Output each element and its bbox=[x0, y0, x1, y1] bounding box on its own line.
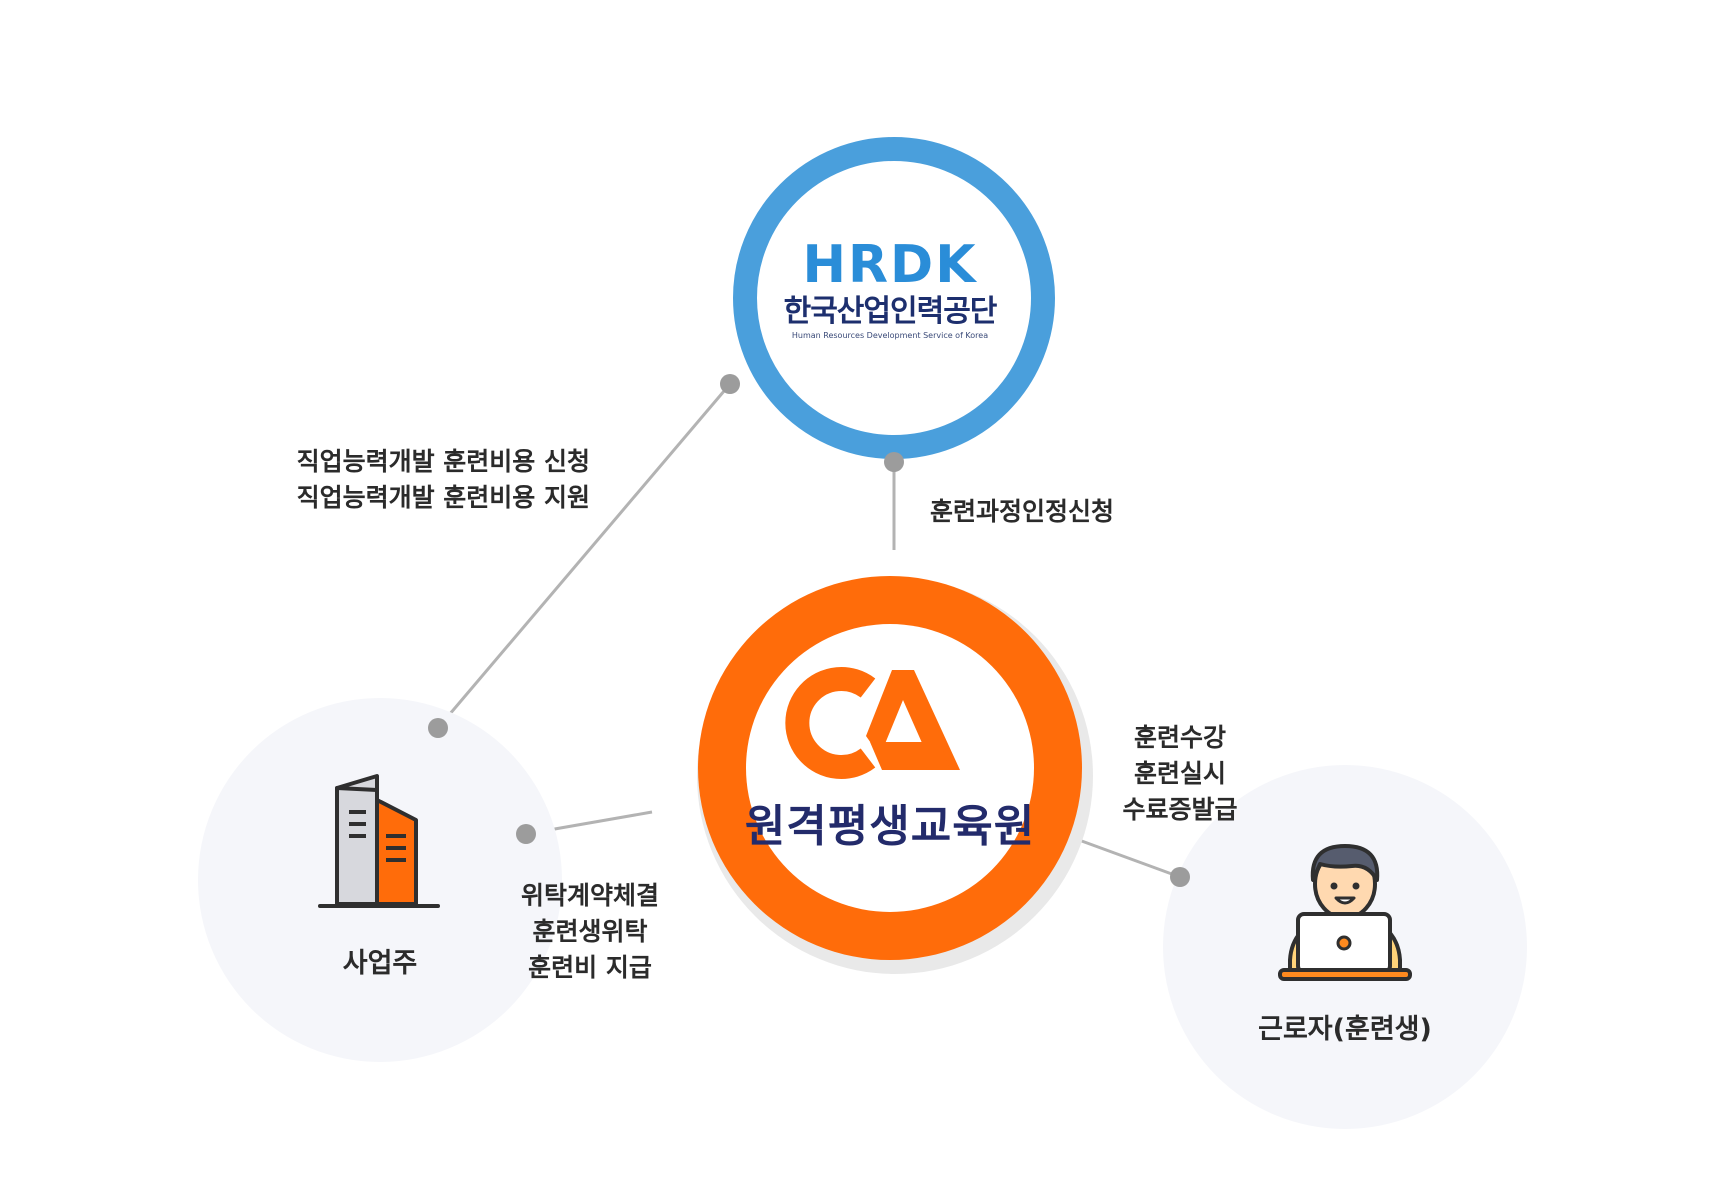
worker-label: 근로자(훈련생) bbox=[1258, 1014, 1432, 1045]
hrdk-name-en: Human Resources Development Service of K… bbox=[791, 331, 989, 340]
employer-label: 사업주 bbox=[342, 948, 418, 979]
center-name: 원격평생교육원 bbox=[744, 801, 1036, 852]
person-laptop-icon bbox=[1278, 844, 1412, 981]
connector-dots bbox=[428, 374, 1190, 887]
edge-label-center-hrdk: 훈련과정인정신청 bbox=[930, 494, 1114, 530]
hrdk-name-kr: 한국산업인력공단 bbox=[783, 294, 998, 329]
edge-label-line: 수료증발급 bbox=[1122, 795, 1238, 824]
edge-label-line: 훈련생위탁 bbox=[532, 917, 648, 946]
hrdk-node bbox=[733, 137, 1055, 459]
dot-employer-top bbox=[428, 718, 448, 738]
connector-center-worker bbox=[1067, 834, 1181, 879]
hrdk-ring bbox=[733, 137, 1055, 459]
dot-worker-left bbox=[1170, 867, 1190, 887]
ca-logo-mark bbox=[785, 667, 960, 779]
edge-label-line: 직업능력개발 훈련비용 지원 bbox=[296, 483, 590, 512]
hrdk-logo: HRDK 한국산업인력공단 Human Resources Developmen… bbox=[760, 236, 1020, 356]
edge-label-line: 훈련실시 bbox=[1133, 759, 1226, 788]
edge-label-line: 훈련과정인정신청 bbox=[930, 497, 1115, 526]
edge-label-line: 직업능력개발 훈련비용 신청 bbox=[296, 447, 590, 476]
employer-node bbox=[198, 698, 562, 1062]
worker-node bbox=[1163, 765, 1527, 1129]
edge-label-line: 훈련수강 bbox=[1133, 723, 1226, 752]
hrdk-logo-word: HRDK bbox=[760, 236, 1020, 294]
edge-label-center-worker: 훈련수강 훈련실시 수료증발급 bbox=[1100, 720, 1260, 828]
edge-label-center-employer: 위탁계약체결 훈련생위탁 훈련비 지급 bbox=[490, 878, 690, 986]
dot-hrdk-bottom bbox=[884, 452, 904, 472]
dot-hrdk-left bbox=[720, 374, 740, 394]
edge-label-line: 훈련비 지급 bbox=[528, 953, 652, 982]
connector-employer-hrdk bbox=[436, 383, 732, 729]
edge-label-line: 위탁계약체결 bbox=[520, 881, 659, 910]
hrdk-logo-word-text: HRDK bbox=[802, 235, 978, 295]
dot-employer-right bbox=[516, 824, 536, 844]
office-building-icon bbox=[318, 774, 440, 908]
center-node bbox=[697, 576, 1093, 974]
edge-label-employer-hrdk: 직업능력개발 훈련비용 신청 직업능력개발 훈련비용 지원 bbox=[240, 444, 590, 516]
